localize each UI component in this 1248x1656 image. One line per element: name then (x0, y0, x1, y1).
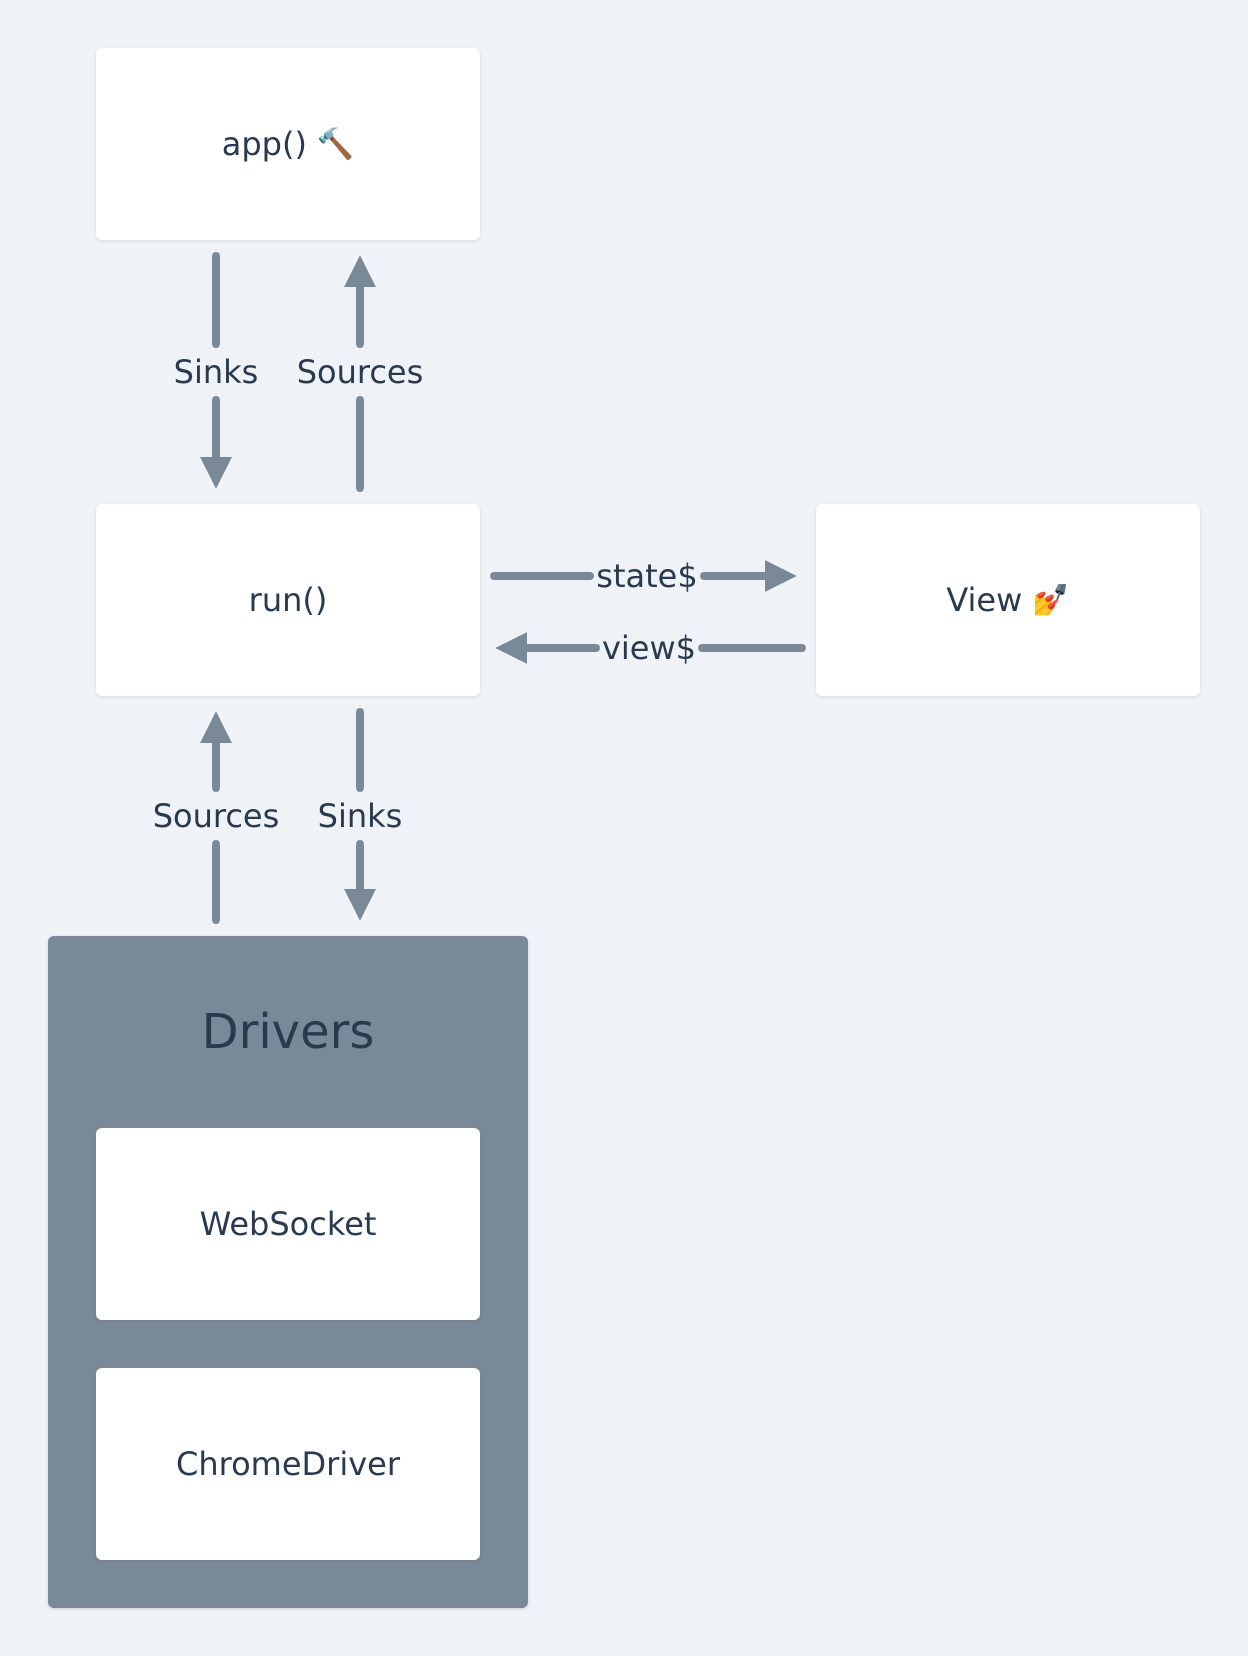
driver-chromedriver: ChromeDriver (96, 1368, 480, 1560)
edge-label-sources-run-to-app: Sources (296, 353, 424, 391)
run-node: run() (96, 504, 480, 696)
view-node-label: View (946, 581, 1023, 619)
edge-label-view-stream: view$ (601, 629, 697, 667)
edge-label-sinks-app-to-run: Sinks (173, 353, 259, 391)
edge-label-sources-drivers-to-run: Sources (152, 797, 280, 835)
run-node-label: run() (248, 581, 328, 619)
app-node: app() 🔨 (96, 48, 480, 240)
nail-polish-icon: 💅 (1032, 582, 1070, 618)
edge-label-sinks-run-to-drivers: Sinks (317, 797, 403, 835)
driver-websocket-label: WebSocket (199, 1205, 377, 1243)
edge-label-state-stream: state$ (596, 557, 698, 595)
driver-websocket: WebSocket (96, 1128, 480, 1320)
driver-chromedriver-label: ChromeDriver (176, 1445, 400, 1483)
drivers-title: Drivers (201, 1004, 375, 1060)
view-node: View 💅 (816, 504, 1200, 696)
hammer-icon: 🔨 (316, 126, 355, 162)
app-node-label: app() (221, 125, 307, 163)
